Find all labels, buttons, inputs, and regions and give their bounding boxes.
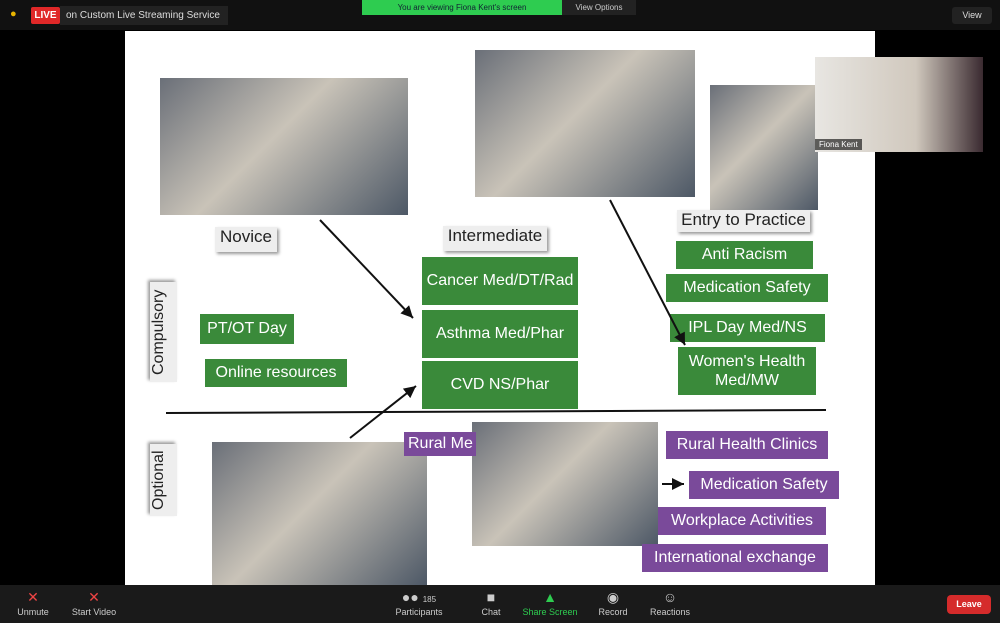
meeting-toolbar	[0, 585, 1000, 623]
photo-entry	[710, 85, 818, 210]
item-asthma: Asthma Med/Phar	[422, 310, 578, 358]
item-ptot-day: PT/OT Day	[200, 314, 294, 344]
chat-button[interactable]: ■ Chat	[478, 589, 504, 617]
view-button[interactable]: View	[952, 7, 992, 24]
item-ipl-day: IPL Day Med/NS	[670, 314, 825, 342]
photo-intermediate	[475, 50, 695, 197]
item-anti-racism: Anti Racism	[676, 241, 813, 269]
level-novice: Novice	[215, 227, 277, 252]
record-icon: ◉	[606, 589, 620, 605]
item-cvd: CVD NS/Phar	[422, 361, 578, 409]
item-workplace-activities: Workplace Activities	[658, 507, 826, 535]
reactions-label: Reactions	[649, 607, 691, 617]
leave-button[interactable]: Leave	[947, 595, 991, 614]
start-video-label: Start Video	[71, 607, 117, 617]
photo-optional-1	[212, 442, 427, 585]
live-badge: LIVE	[31, 7, 60, 24]
photo-novice	[160, 78, 408, 215]
share-screen-label: Share Screen	[522, 607, 578, 617]
participants-count: 185	[422, 595, 437, 604]
share-screen-button[interactable]: ▲ Share Screen	[522, 589, 578, 617]
arrow-intermediate	[609, 199, 686, 346]
reactions-button[interactable]: ☺ Reactions	[648, 589, 692, 617]
unmute-label: Unmute	[17, 607, 49, 617]
stream-dropdown[interactable]: on Custom Live Streaming Service	[60, 6, 228, 25]
shield-icon: ●	[10, 8, 17, 20]
item-rural-partial: Rural Me	[404, 432, 476, 456]
participant-name: Fiona Kent	[815, 139, 862, 150]
level-intermediate: Intermediate	[443, 226, 547, 251]
view-options-button[interactable]: View Options	[562, 0, 636, 15]
participants-label: Participants	[395, 607, 443, 617]
start-video-button[interactable]: ✕ Start Video	[68, 589, 120, 617]
item-medication-safety-optional: Medication Safety	[689, 471, 839, 499]
photo-optional-2	[472, 422, 658, 546]
chat-icon: ■	[486, 589, 496, 605]
video-off-icon: ✕	[88, 589, 100, 605]
share-screen-icon: ▲	[543, 589, 557, 605]
reactions-icon: ☺	[662, 589, 678, 605]
item-online-resources: Online resources	[205, 359, 347, 387]
unmute-button[interactable]: ✕ Unmute	[14, 589, 52, 617]
item-international-exchange: International exchange	[642, 544, 828, 572]
viewing-banner: You are viewing Fiona Kent's screen	[362, 0, 562, 15]
level-entry: Entry to Practice	[677, 210, 810, 232]
participants-icon: ●● 185	[401, 589, 437, 605]
item-cancer: Cancer Med/DT/Rad	[422, 257, 578, 305]
muted-mic-icon: ✕	[27, 589, 39, 605]
record-label: Record	[598, 607, 628, 617]
item-rural-health-clinics: Rural Health Clinics	[666, 431, 828, 459]
item-medication-safety: Medication Safety	[666, 274, 828, 302]
divider-line	[165, 409, 827, 414]
item-womens-health: Women's Health Med/MW	[678, 347, 816, 395]
chat-label: Chat	[481, 607, 501, 617]
record-button[interactable]: ◉ Record	[596, 589, 630, 617]
participant-video-tile[interactable]	[815, 57, 983, 152]
arrow-novice	[319, 219, 414, 319]
arrow-optional	[349, 385, 417, 439]
